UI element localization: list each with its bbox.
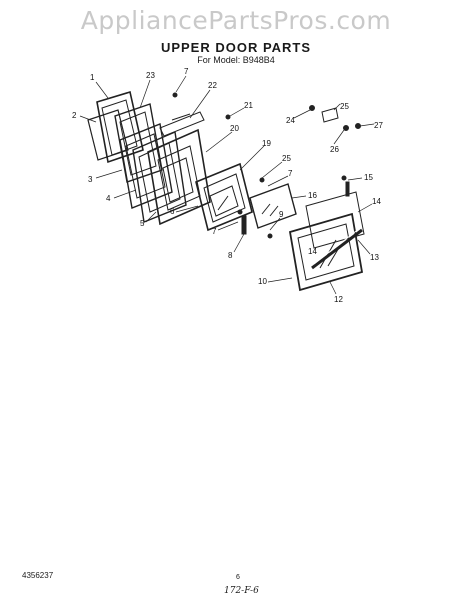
door-outer-frame-part	[87, 90, 144, 164]
callout-label: 16	[308, 191, 317, 200]
callout-label: 5	[140, 219, 145, 228]
fastener-parts	[172, 92, 350, 239]
page-number: 6	[236, 574, 240, 581]
part-code: 4356237	[22, 571, 54, 580]
callout-label: 7	[288, 169, 293, 178]
callout-labels: 1 23 7 22 21 2 20 3 19 25 7 4 16 6 5 9 7…	[72, 67, 383, 304]
page-title: UPPER DOOR PARTS	[160, 40, 312, 55]
callout-label: 14	[308, 247, 317, 256]
window-frame-part	[195, 162, 253, 232]
callout-label: 1	[90, 73, 95, 82]
callout-label: 22	[208, 81, 217, 90]
callout-label: 6	[170, 207, 175, 216]
front-door-panel-part	[288, 191, 365, 292]
glass-panel-part	[249, 183, 297, 229]
handwritten-note: 172-F-6	[224, 586, 259, 596]
callout-label: 7	[184, 67, 189, 76]
callout-label: 24	[286, 116, 295, 125]
callout-label: 4	[106, 194, 111, 203]
callout-label: 7	[212, 227, 217, 236]
callout-label: 8	[228, 251, 233, 260]
callout-label: 19	[262, 139, 271, 148]
callout-label: 23	[146, 71, 155, 80]
callout-label: 2	[72, 111, 77, 120]
callout-label: 12	[334, 295, 343, 304]
callout-label: 27	[374, 121, 383, 130]
callout-label: 20	[230, 124, 239, 133]
callout-label: 9	[279, 210, 284, 219]
top-bracket-part	[159, 111, 205, 137]
callout-label: 25	[340, 102, 349, 111]
callout-label: 15	[364, 173, 373, 182]
door-handle-part	[311, 227, 363, 270]
callout-label: 3	[88, 175, 93, 184]
callout-label: 25	[282, 154, 291, 163]
callout-label: 26	[330, 145, 339, 154]
callout-label: 10	[258, 277, 267, 286]
hinge-hardware-part	[309, 105, 361, 131]
callout-label: 14	[372, 197, 381, 206]
leader-lines	[79, 75, 375, 295]
callout-label: 13	[370, 253, 379, 262]
model-subtitle: For Model: B948B4	[197, 55, 275, 65]
callout-label: 21	[244, 101, 253, 110]
watermark: AppliancePartsPros.com	[80, 6, 392, 35]
